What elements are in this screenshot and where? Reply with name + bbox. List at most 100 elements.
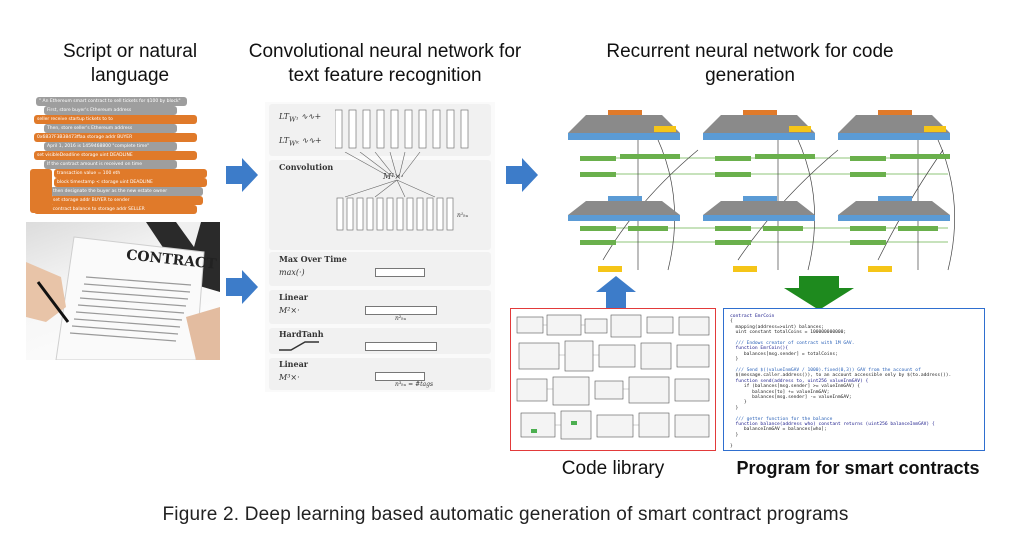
code-line: { xyxy=(730,319,733,325)
rnn-green-state xyxy=(850,156,886,161)
rnn-green-state xyxy=(715,240,751,245)
cnn-diagram: LTW¹ ∿∿+ LTWᴷ ∿∿+ Convolution M¹×· n¹ₕᵤ xyxy=(265,102,495,392)
cnn-linear2-label: Linear xyxy=(279,359,308,369)
arrow-down-icon xyxy=(784,276,854,310)
code-library-sketches xyxy=(516,314,710,440)
cnn-hardtanh-label: HardTanh xyxy=(279,329,324,339)
rnn-layer-bottom-blue xyxy=(568,215,680,221)
rnn-layer-bottom xyxy=(838,201,950,215)
cnn-nhu-1: n¹ₕᵤ xyxy=(457,212,469,219)
code-library-label: Code library xyxy=(561,458,665,479)
cnn-convolution-label: Convolution xyxy=(279,162,334,172)
rnn-green-state xyxy=(628,226,668,231)
code-line: } xyxy=(730,405,739,411)
rnn-green-state xyxy=(580,226,616,231)
blockly-row: transaction value = 100 eth xyxy=(54,169,207,178)
rnn-top-gate xyxy=(789,126,811,132)
rnn-output-block xyxy=(608,110,642,115)
blockly-row: Then, store seller's Ethereum address xyxy=(44,124,177,133)
rnn-green-state xyxy=(580,172,616,177)
rnn-green-state xyxy=(763,226,803,231)
rnn-green-state xyxy=(890,154,950,159)
rnn-green-state xyxy=(755,154,815,159)
code-line: /// Endows creator of contract with 1M G… xyxy=(730,341,855,346)
code-line: /// Send $((valueInmGAV / 1000).fixed(0,… xyxy=(730,368,921,373)
cnn-ntags: n³ₕᵤ = #tags xyxy=(395,381,434,388)
cnn-linear2-bar xyxy=(375,372,425,381)
cnn-max-label: Max Over Time xyxy=(279,254,347,264)
title-script: Script or natural language xyxy=(62,41,198,86)
rnn-green-state xyxy=(850,240,886,245)
figure-caption: Figure 2. Deep learning based automatic … xyxy=(162,504,849,525)
hardtanh-curve-icon xyxy=(279,341,319,351)
rnn-output-block xyxy=(878,110,912,115)
rnn-top-gate xyxy=(924,126,946,132)
rnn-layer-top-blue xyxy=(703,133,815,140)
rnn-output-block xyxy=(743,110,777,115)
rnn-input-token xyxy=(733,266,757,272)
cnn-max-bar xyxy=(375,268,425,277)
blockly-event-block xyxy=(30,169,52,213)
cnn-m1: M¹×· xyxy=(383,172,404,181)
smart-contract-code-panel: contract EmrCoin{ mapping(address=>uint)… xyxy=(723,308,985,451)
rnn-layer-top xyxy=(568,115,680,133)
blockly-row: 0x6837F3B38473ffaa storage addr BUYER xyxy=(34,133,197,142)
rnn-green-state xyxy=(898,226,938,231)
rnn-layer-top xyxy=(838,115,950,133)
code-line: function EmrCoin(){ xyxy=(730,346,789,352)
code-line: balances[msg.sender] -= valueInmGAV; xyxy=(730,395,852,400)
cnn-m3: M³×· xyxy=(279,373,300,382)
code-line: } xyxy=(730,400,747,406)
cnn-nhu-2: n²ₕᵤ xyxy=(395,315,407,322)
rnn-layer-top-blue xyxy=(568,133,680,140)
rnn-layer-bottom xyxy=(703,201,815,215)
code-line: function balance(address who) constant r… xyxy=(730,422,935,427)
cnn-linear1-bar xyxy=(365,306,437,315)
rnn-layer-top-blue xyxy=(838,133,950,140)
blockly-row: then designate the buyer as the new esta… xyxy=(50,187,203,196)
code-library-panel xyxy=(510,308,716,451)
arrow-up-icon xyxy=(596,276,636,310)
blockly-row: set storage addr BUYER to sender xyxy=(50,196,203,205)
rnn-green-state xyxy=(580,240,616,245)
arrow-right-icon-2 xyxy=(226,270,258,304)
code-line: mapping(address=>uint) balances; xyxy=(730,324,825,330)
blockly-row: " An Ethereum smart contract to sell tic… xyxy=(36,97,187,106)
rnn-layer-bottom xyxy=(568,201,680,215)
rnn-green-state xyxy=(715,226,751,231)
rnn-layer-top xyxy=(703,115,815,133)
blockly-row: April 1, 2016 is 1459468800 "complete ti… xyxy=(44,142,177,151)
code-line: balances[to] += valueInmGAV; xyxy=(730,389,830,395)
rnn-green-state xyxy=(850,172,886,177)
code-line: } xyxy=(730,357,739,363)
program-label: Program for smart contracts xyxy=(736,458,980,478)
rnn-green-state xyxy=(580,156,616,161)
blockly-row: If the contract amount is received on ti… xyxy=(44,160,177,169)
contract-photo: CONTRACT xyxy=(26,222,220,360)
arrow-right-icon-3 xyxy=(506,158,538,192)
title-rnn: Recurrent neural network for code genera… xyxy=(606,41,894,86)
rnn-bottom-head xyxy=(608,196,642,201)
arrow-right-icon-1 xyxy=(226,158,258,192)
rnn-green-state xyxy=(850,226,886,231)
cnn-linear1-label: Linear xyxy=(279,292,308,302)
blockly-row: First, store buyer's Ethereum address xyxy=(44,106,177,115)
blockly-row: seller receive startup tickets to to xyxy=(34,115,197,124)
code-line: $(message.caller.address()), to an accou… xyxy=(730,373,952,379)
code-line: /// getter function for the balance xyxy=(730,416,833,422)
rnn-top-gate xyxy=(654,126,676,132)
title-cnn: Convolutional neural network for text fe… xyxy=(248,41,522,86)
rnn-diagram xyxy=(568,110,955,272)
code-line: function send(address to, uint256 valueI… xyxy=(730,378,869,384)
code-line: uint constant totalCoins = 100000000000; xyxy=(730,330,847,336)
cnn-hardtanh-bar xyxy=(365,342,437,351)
rnn-layer-bottom-blue xyxy=(838,215,950,221)
rnn-input-token xyxy=(868,266,892,272)
rnn-layer-bottom-blue xyxy=(703,215,815,221)
cnn-max-fn: max(·) xyxy=(279,268,305,277)
rnn-input-token xyxy=(598,266,622,272)
rnn-bottom-head xyxy=(743,196,777,201)
code-line: contract EmrCoin xyxy=(730,314,775,319)
rnn-green-state xyxy=(715,156,751,161)
code-line: balanceInmGAV = balances[who]; xyxy=(730,427,827,433)
